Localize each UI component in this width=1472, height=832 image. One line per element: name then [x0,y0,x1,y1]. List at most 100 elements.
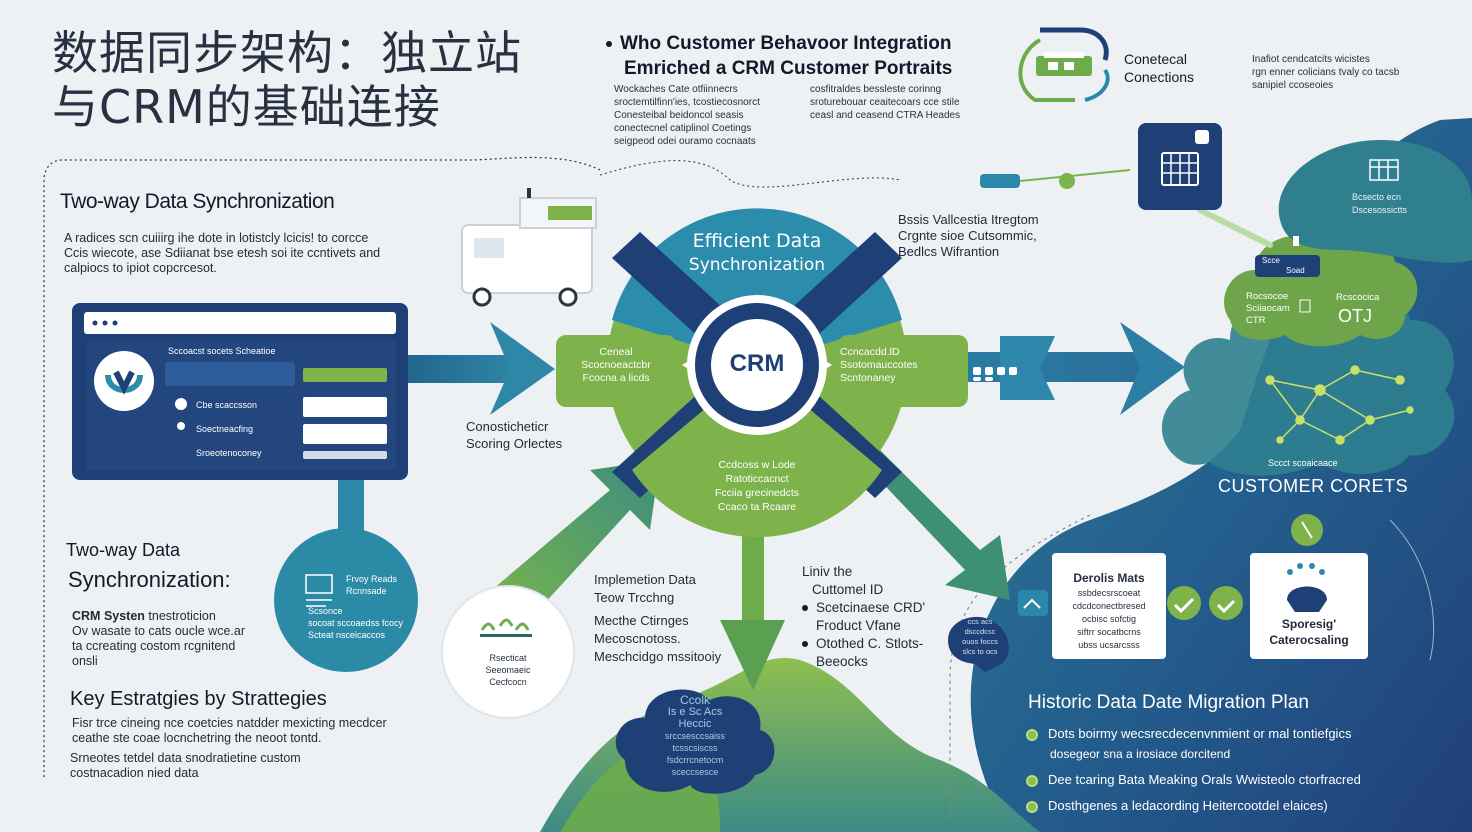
bubble-text-4: socoat sccoaedss fcocy [308,618,404,628]
link-head-1: Liniv the [802,564,853,579]
migration-item: Dee tcaring Bata Meaking Orals Wwisteolo… [1026,770,1361,790]
ring-title-1: Efficient Data [692,230,822,252]
diag-arrow-right [870,450,1010,600]
top-col1-line: conectecnel catiplinol Coetings [614,123,752,134]
impl-block: Implemetion Data Teow Trcchng [594,571,696,607]
right-label-line: Bssis Vallcestia Itregtom [898,212,1039,227]
sync-desc: A radices scn cuiiirg ihe dote in lotist… [64,231,380,276]
small-white-circle [441,585,575,719]
small-circle-text: Rsecticat Seeomaeic Cecfcocn [458,652,558,688]
bullet-dot [802,641,808,648]
left-node: Ceneal Scocnoeactcbr Fcocna a licds [556,346,676,385]
left-label-line: Scoring Orlectes [466,436,563,451]
card-derolis-title: Derolis Mats [1073,571,1145,585]
card-line: cdcdconectbresed [1072,601,1146,611]
link-item: Beeocks [816,654,868,669]
top-col1-line: Wockaches Cate otfiinnecrs [614,84,738,95]
match-line: Mecoscnotoss. [594,631,681,646]
bubble-text-2: Rcnnsade [346,586,387,596]
link-head-2: Cuttomel ID [812,582,884,597]
cloud-right-head: Rcscocica [1336,292,1380,303]
bottom-node-line: Ccaco ta Rcaare [717,501,797,513]
panel-logo [94,351,154,411]
bubble-text-3: Scsonce [308,606,343,616]
right-label: Bssis Vallcestia Itregtom Crgnte sioe Cu… [898,212,1039,260]
card-derolis-text[interactable]: Derolis Mats ssbdecsrscoeat cdcdconectbr… [1052,569,1166,652]
right-arrow-band [960,352,1160,382]
chat-line: ccs acs [967,617,993,626]
panel-row[interactable]: Soectneacfing [196,424,254,434]
ring-bottom-green [632,365,882,538]
crm-sys-head: CRM Systen [72,609,145,623]
bottom-node-line: Ratoticcacnct [725,473,789,485]
cloud-left-line: Sciiaocam [1246,303,1290,314]
crm-sys-block: CRM Systen tnestroticion Ov wasate to ca… [72,609,245,669]
migration-item-text: Dots boirmy wecsrecdecenvnmient or mal t… [1048,726,1352,741]
key-desc-1: Fisr trce cineing nce coetcies natdder m… [72,716,387,746]
link-block: Liniv the Cuttomel ID Scetcinaese CRD' F… [802,563,925,671]
crm-sys-desc: Ov wasate to cats oucle wce.ar [72,624,245,638]
chat-line: dsccdcsc [964,627,996,636]
migration-sub: dosegeor sna a irosiace dorcitend [1050,747,1231,761]
migration-item: Dosthgenes a ledacording Heitercootdel e… [1026,796,1361,816]
cloud-left-text: Rocsocoe Sciiaocam CTR [1246,291,1290,327]
right-node-line: Scntonaney [840,372,896,384]
bubble-small-line: Soad [1286,266,1305,275]
card-line: ssbdecsrscoeat [1077,588,1141,598]
teal-blob [1278,140,1472,263]
match-line: Mecthe Ctirnges [594,613,689,628]
bubble-small: Scce Soad [1262,256,1305,276]
migration-item-text: Dosthgenes a ledacording Heitercootdel e… [1048,798,1328,813]
crm-core-label[interactable]: CRM [729,350,785,377]
connections-label: Conetecal Conections [1124,50,1194,86]
network-graph [1265,365,1414,445]
left-arrow-head [490,322,555,415]
bubble-small-line: Scce [1262,256,1280,265]
cloud-line: Is e Sc Acs [667,706,723,718]
cloud-line: fsdcrrcnetocm [666,755,724,765]
connections-icon [1018,27,1110,102]
note-line: Inafiot cendcatcits wicistes [1252,54,1370,65]
top-col1-line: Conesteibal beidoncol seasis [614,110,744,121]
small-circle-line: Rsecticat [489,653,527,663]
chat-bubble-text: ccs acs dsccdcsc ouos foccs slcs to ocs [950,617,1010,657]
top-col1-line: seigpeod odei ouramo cocnaats [614,136,756,147]
top-right-label: Bcsecto ecn Dscesossictts [1352,191,1407,217]
top-pipe [980,174,1020,188]
connections-label-2: Conections [1124,69,1195,85]
left-node-line: Fcocna a licds [582,372,650,384]
match-line: Meschcidgo mssitooiy [594,649,722,664]
match-block: Mecthe Ctirnges Mecoscnotoss. Meschcidgo… [594,612,721,666]
panel-row[interactable]: Sroeotenoconey [196,448,262,458]
key-desc-line: Srneotes tetdel data snodratietine custo… [70,751,301,765]
right-band-dots [973,367,1017,381]
check-icon [1026,728,1038,741]
link-item: Froduct Vfane [816,618,901,633]
ring-title-2: Synchronization [688,255,826,275]
card-sporesig-title-1: Sporesig' [1281,617,1337,631]
top-col2: cosfitraldes bessleste corinng sroturebo… [810,83,960,122]
page-title: 数据同步架构：独立站 与CRM的基础连接 [52,26,522,134]
panel-row[interactable]: Cbe scaccsson [196,400,258,410]
left-bubble [274,528,418,672]
sync2-title-1: Two-way Data [66,540,181,560]
left-label-line: Conosticheticr [466,419,549,434]
dark-cloud-text: Ccolk Is e Sc Acs Heccic srccsesccsaiss … [640,694,750,778]
top-col2-line: sroturebouar ceaitecoars cce stile [810,97,960,108]
inner-ring-core [711,319,803,411]
top-heading-2: Emriched a CRM Customer Portraits [624,58,953,79]
key-desc-line: costnacadion nied data [70,766,199,780]
key-desc-2: Srneotes tetdel data snodratietine custo… [70,751,301,781]
small-circle-line: Cecfcocn [489,677,527,687]
card-sporesig-title-2: Caterocsaling [1269,633,1349,647]
card-sporesig-text[interactable]: Sporesig' Caterocsaling [1250,616,1368,648]
graph-caption: Sccct scoaicaace [1268,458,1338,468]
card-line: ubss ucsarcsss [1078,640,1140,650]
ring-top-blue [612,208,902,365]
key-desc-line: Fisr trce cineing nce coetcies natdder m… [72,716,387,730]
chat-line: ouos foccs [962,637,998,646]
card-line: ocbisc sofctig [1081,614,1137,624]
bottom-node: Ccdcoss w Lode Ratoticcacnct Fcciia grec… [687,458,827,514]
chat-line: slcs to ocs [962,647,998,656]
key-title: Key Estratgies by Strattegies [70,688,327,710]
